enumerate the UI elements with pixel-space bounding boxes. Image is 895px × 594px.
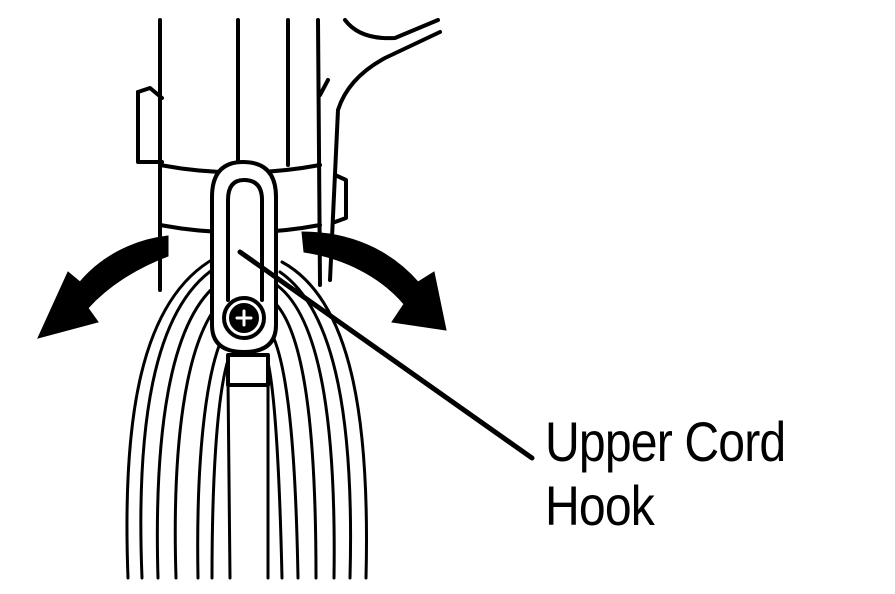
left-rotation-arrow — [37, 235, 169, 339]
hook-shank — [226, 353, 270, 387]
wrapped-cord — [125, 256, 368, 580]
callout-label-line1: Upper Cord — [545, 410, 786, 473]
callout-leader-line — [237, 249, 535, 461]
handle-grip — [318, 18, 442, 282]
right-rotation-arrow — [301, 231, 447, 331]
left-clip — [136, 86, 164, 164]
callout-label-line2: Hook — [545, 474, 655, 537]
callout-label: Upper Cord Hook — [545, 410, 786, 538]
